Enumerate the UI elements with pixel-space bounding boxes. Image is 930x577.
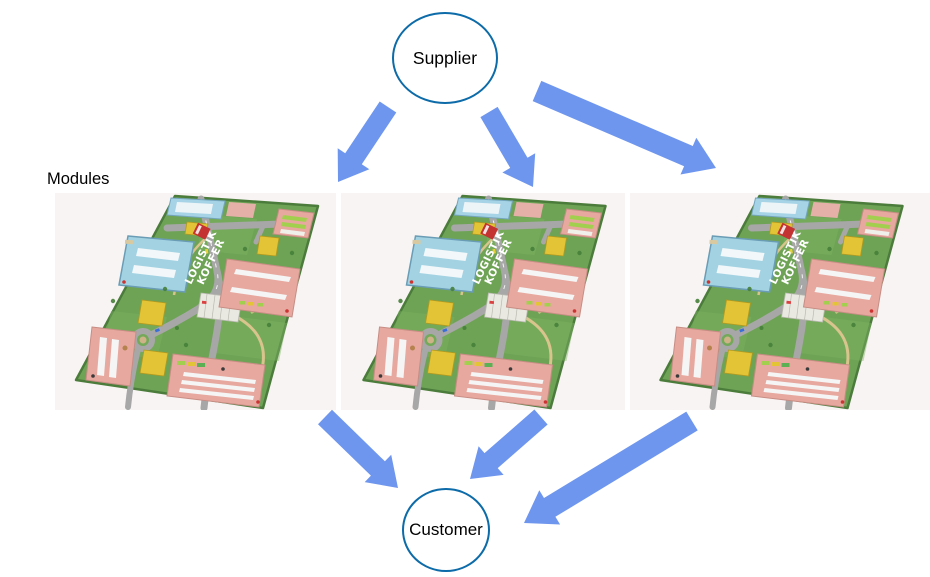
customer-node: Customer — [402, 488, 490, 572]
customer-label: Customer — [409, 520, 483, 539]
arrow-supplier-to-module-1 — [337, 101, 397, 182]
supplier-node: Supplier — [392, 12, 498, 104]
arrow-supplier-to-module-3 — [532, 80, 716, 175]
supplier-label: Supplier — [412, 47, 478, 68]
module-panel-1 — [55, 193, 336, 410]
module-map-2 — [341, 193, 625, 410]
arrow-supplier-to-module-2 — [480, 106, 536, 187]
module-panel-2 — [341, 193, 625, 410]
arrow-module-3-to-customer — [524, 411, 698, 525]
modules-section-label: Modules — [47, 170, 110, 188]
arrow-module-1-to-customer — [318, 409, 398, 488]
module-map-3 — [630, 193, 930, 410]
module-panel-3 — [630, 193, 930, 410]
module-map-1 — [55, 193, 336, 410]
arrow-module-2-to-customer — [470, 409, 548, 479]
